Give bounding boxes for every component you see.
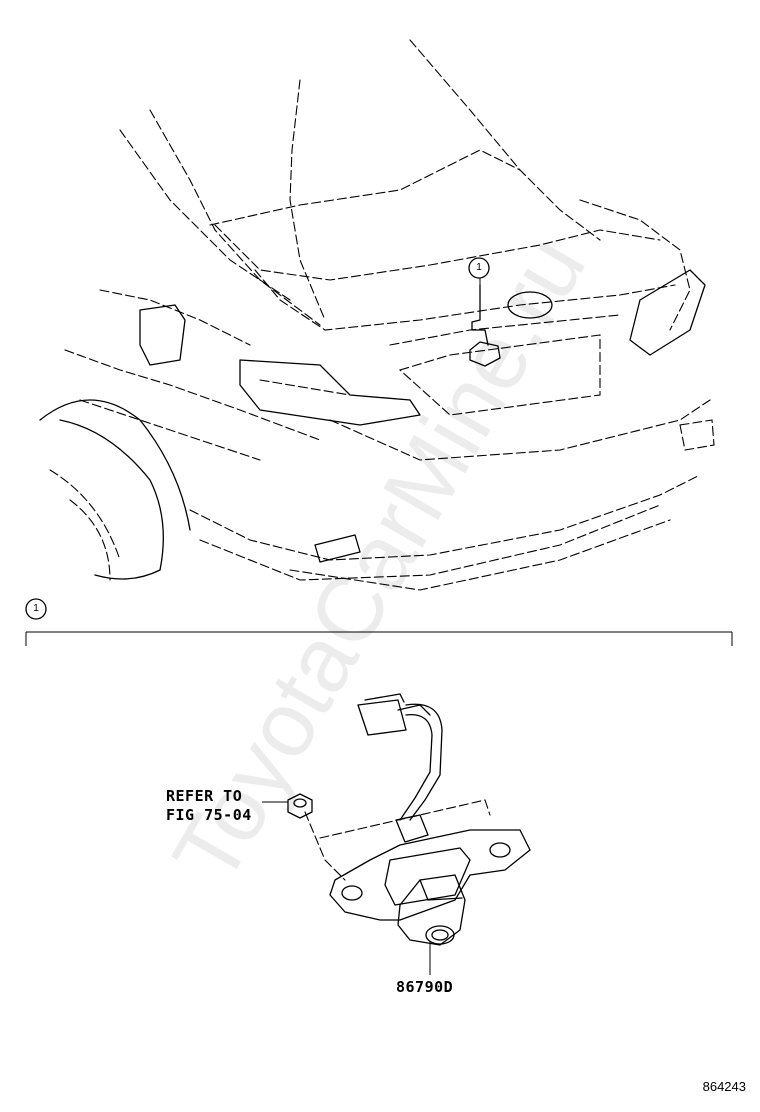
refer-figure-label: FIG 75-04: [166, 806, 252, 824]
clip-nut-icon: [262, 793, 313, 819]
car-rear-overview: [39, 39, 715, 591]
rear-camera-assembly-icon: [304, 693, 531, 975]
part-number-label: 86790D: [396, 978, 454, 996]
figure-id: 864243: [702, 1079, 746, 1094]
overview-index-label: 1: [476, 262, 482, 273]
section-index-label: 1: [33, 603, 39, 614]
refer-to-label: REFER TO: [166, 787, 243, 805]
section-divider: [25, 598, 733, 646]
